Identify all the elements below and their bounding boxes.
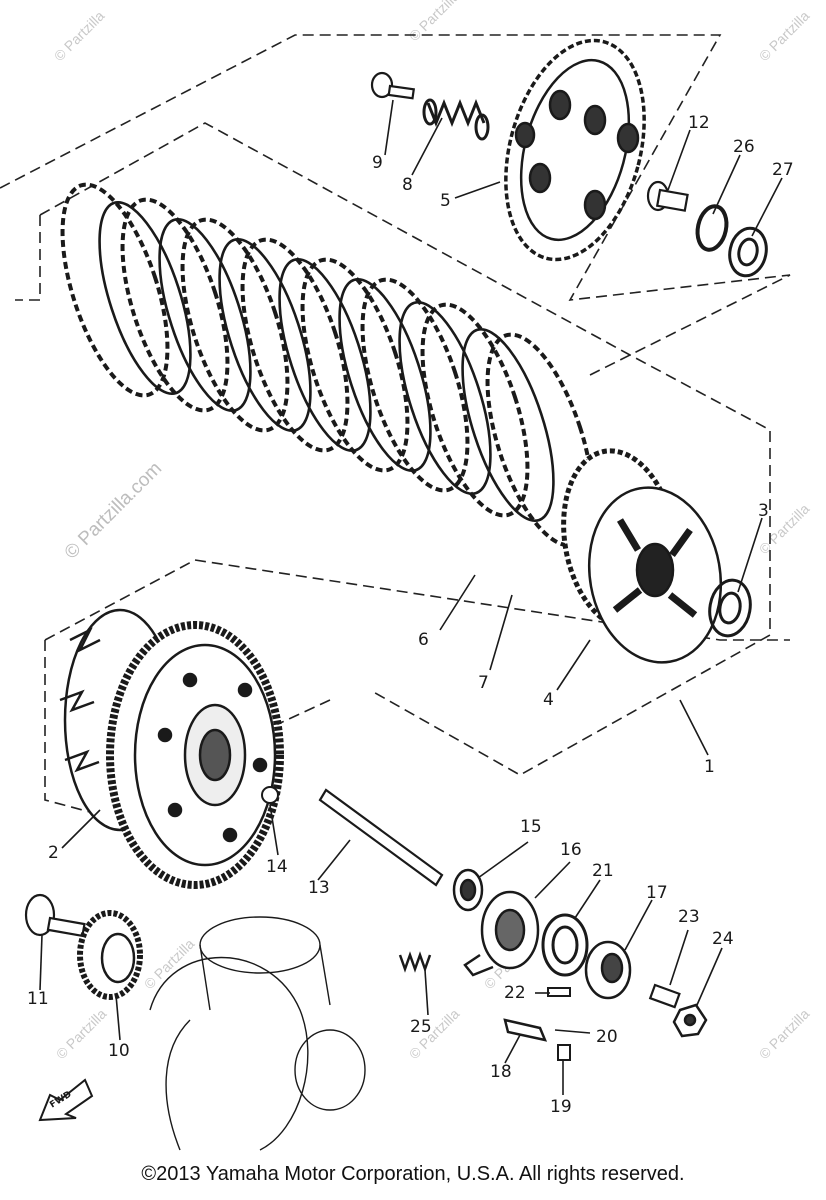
lock-nut-24 [672, 1003, 708, 1038]
callout-24: 24 [712, 929, 734, 949]
watermark: © Partzilla [756, 1005, 813, 1062]
callout-13: 13 [308, 878, 330, 898]
callout-18: 18 [490, 1062, 512, 1082]
callout-9: 9 [372, 153, 383, 173]
thrust-washer-3 [708, 578, 752, 638]
circlip-26 [695, 204, 729, 252]
callout-17: 17 [646, 883, 668, 903]
callout-1: 1 [704, 757, 715, 777]
adjuster-cover-17 [584, 940, 632, 1000]
callout-6: 6 [418, 630, 429, 650]
callout-10: 10 [108, 1041, 130, 1061]
callout-8: 8 [402, 175, 413, 195]
callout-20: 20 [596, 1027, 618, 1047]
callout-2: 2 [48, 843, 59, 863]
callout-21: 21 [592, 861, 614, 881]
callout-3: 3 [758, 501, 769, 521]
lever-18 [503, 1018, 548, 1042]
screw-22 [547, 987, 571, 997]
callout-4: 4 [543, 690, 554, 710]
watermark: © Partzilla [406, 0, 463, 44]
clutch-housing [59, 608, 284, 889]
screw-19 [557, 1044, 571, 1061]
bearing-15 [452, 868, 484, 912]
callout-26: 26 [733, 137, 755, 157]
washer-27 [728, 226, 768, 278]
crankshaft-outline [149, 916, 366, 1151]
bolt-11 [24, 893, 86, 938]
bolt-9 [370, 71, 416, 100]
clutch-boss [561, 448, 723, 664]
fwd-arrow: FWD [38, 1078, 94, 1122]
callout-25: 25 [410, 1017, 432, 1037]
watermark: © Partzilla [53, 1005, 110, 1062]
copyright-notice: ©2013 Yamaha Motor Corporation, U.S.A. A… [141, 1163, 685, 1185]
spring-25 [398, 951, 432, 973]
watermark: © Partzilla [51, 7, 108, 64]
pressure-plate [504, 38, 646, 262]
callout-14: 14 [266, 857, 288, 877]
primary-drive-gear-10 [77, 910, 143, 1000]
callout-16: 16 [560, 840, 582, 860]
callout-12: 12 [688, 113, 710, 133]
oil-seal-21 [541, 913, 589, 977]
clutch-plate-stack [60, 182, 595, 548]
watermark-large: © Partzilla.com [61, 458, 166, 563]
callout-22: 22 [504, 983, 526, 1003]
ball-14 [261, 786, 279, 804]
push-rod-13 [318, 788, 444, 887]
callout-23: 23 [678, 907, 700, 927]
callout-11: 11 [27, 989, 49, 1009]
clutch-exploded-diagram: © Partzilla © Partzilla © Partzilla © Pa… [0, 0, 813, 1151]
leader-lines [39, 99, 783, 1095]
watermark: © Partzilla [756, 7, 813, 64]
adjuster-screw-23 [648, 983, 681, 1009]
spring-8 [422, 98, 490, 141]
callout-15: 15 [520, 817, 542, 837]
callout-27: 27 [772, 160, 794, 180]
callouts: 9 8 5 12 26 27 3 6 7 4 1 2 14 13 15 16 2… [27, 113, 794, 1117]
push-rod-12 [646, 180, 689, 212]
push-lever-16 [463, 890, 540, 977]
callout-5: 5 [440, 191, 451, 211]
callout-19: 19 [550, 1097, 572, 1117]
callout-7: 7 [478, 673, 489, 693]
